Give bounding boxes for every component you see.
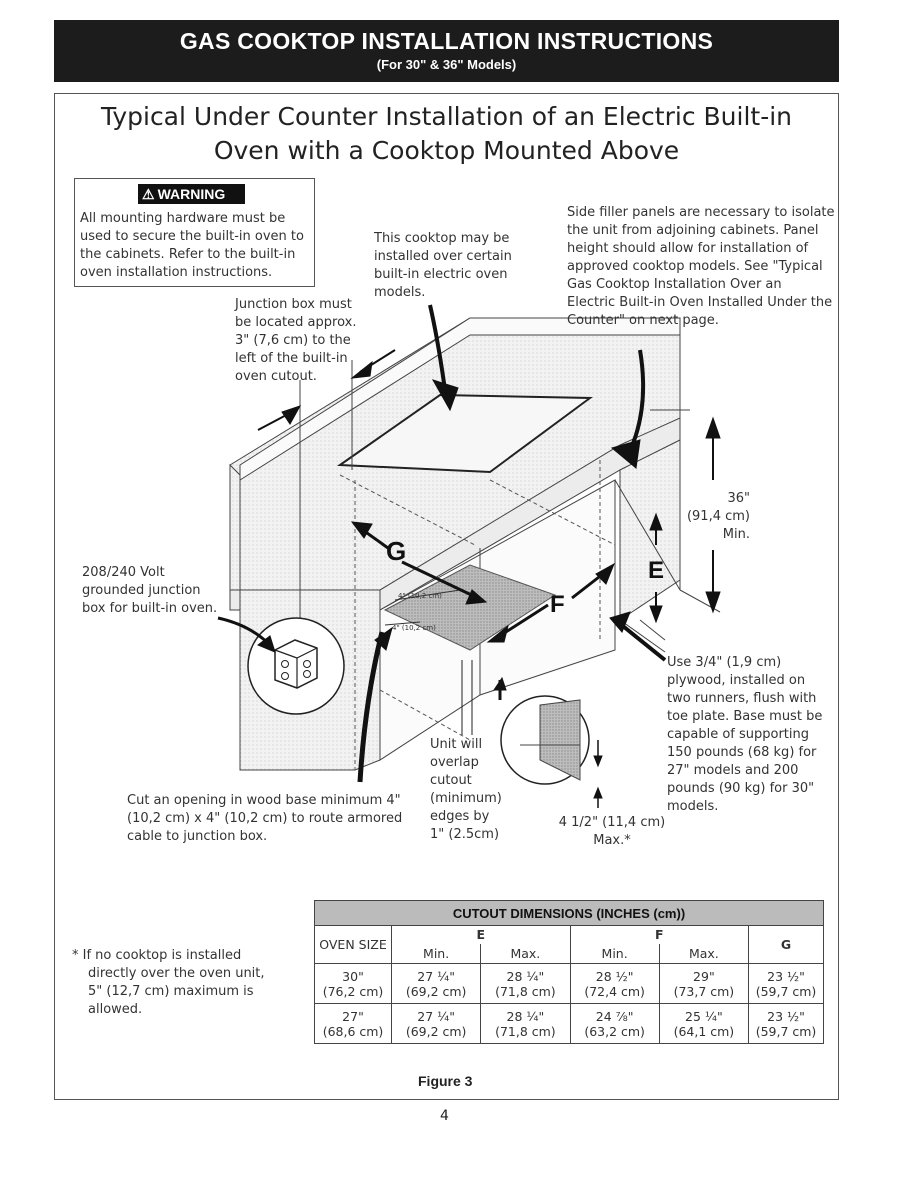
cooktop-outline [337,393,593,474]
junction-box-icon [274,639,318,689]
footnote: * If no cooktop is installed directly ov… [72,948,265,1017]
table-header-f: F [569,925,749,944]
cutout-dimensions-table: CUTOUT DIMENSIONS (INCHES (cm)) OVEN SIZ… [314,900,824,1044]
table-header-g: G [748,925,824,964]
dim-small-2: 4" (10,2 cm) [392,624,436,632]
header-subtitle: (For 30" & 36" Models) [376,57,517,72]
page-title: Typical Under Counter Installation of an… [0,100,893,168]
table-header-oven-size: OVEN SIZE [314,925,392,964]
warning-triangle-icon: ⚠ [142,186,155,202]
warning-text: All mounting hardware must be used to se… [80,211,304,280]
callout-junction: Junction box must be located approx. 3" … [235,297,357,384]
callout-overlap: Unit will overlap cutout (minimum) edges… [430,737,502,842]
callout-height: 36" (91,4 cm) Min. [686,491,750,542]
table-header-f-min: Min. [569,943,660,964]
callout-max: 4 1/2" (11,4 cm) Max.* [558,815,666,848]
callout-side-filler: Side filler panels are necessary to isol… [567,205,835,328]
content-frame [54,93,839,1100]
warning-box [74,178,315,287]
figure-caption: Figure 3 [418,1073,473,1089]
document-header: GAS COOKTOP INSTALLATION INSTRUCTIONS (F… [54,20,839,82]
table-row: 30"(76,2 cm) 27 ¼"(69,2 cm) 28 ¼"(71,8 c… [314,963,824,1004]
callout-opening: Cut an opening in wood base minimum 4" (… [127,793,403,844]
warning-label: ⚠WARNING [138,184,245,204]
dim-small-1: 4" (10,2 cm) [398,592,442,600]
callout-cooktop: This cooktop may be installed over certa… [374,231,512,300]
page-title-line2: Oven with a Cooktop Mounted Above [213,136,680,165]
table-header-e-min: Min. [390,943,482,964]
table-row: 27"(68,6 cm) 27 ¼"(69,2 cm) 28 ¼"(71,8 c… [314,1003,824,1044]
page-number: 4 [440,1108,449,1124]
table-header-e: E [391,925,571,944]
table-header-f-max: Max. [658,943,750,964]
callout-plywood: Use 3/4" (1,9 cm) plywood, installed on … [667,655,823,814]
letter-f: F [550,591,565,618]
header-title: GAS COOKTOP INSTALLATION INSTRUCTIONS [179,28,714,54]
letter-e: E [648,557,664,584]
page-title-line1: Typical Under Counter Installation of an… [100,102,793,131]
letter-g: G [386,536,406,566]
table-header-e-max: Max. [480,943,571,964]
table-title: CUTOUT DIMENSIONS (INCHES (cm)) [314,900,824,926]
callout-volt: 208/240 Volt grounded junction box for b… [82,565,218,616]
